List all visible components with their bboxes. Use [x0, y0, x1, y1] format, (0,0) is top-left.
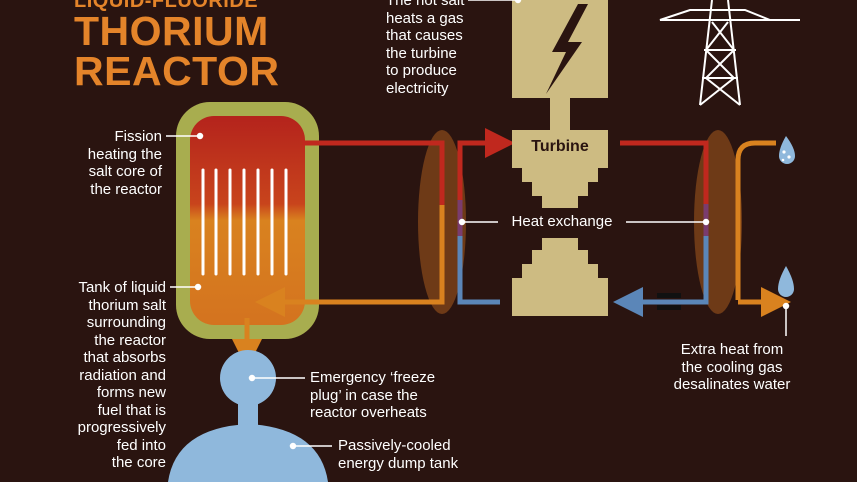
heat-exchange-label: Heat exchange [511, 213, 613, 230]
gas-loop-right-cool [613, 236, 709, 317]
warm-salt-return-pipe [255, 205, 445, 317]
fission-label: Fission heating the salt core of the rea… [87, 128, 162, 198]
title-line-2: THORIUM [74, 8, 269, 54]
plug-neck [238, 402, 258, 426]
reactor-core [190, 116, 305, 325]
dump-tank-label: Passively-cooled energy dump tank [338, 437, 459, 472]
title-line-1: LIQUID-FLUORIDE [74, 0, 259, 11]
extra-heat-label: Extra heat from the cooling gas desalina… [673, 341, 791, 393]
lightning-icon [546, 4, 588, 94]
title-line-3: REACTOR [74, 48, 280, 94]
water-bubbles-icon [779, 136, 795, 164]
energy-dump-tank [168, 424, 328, 482]
freeze-plug-label: Emergency ‘freeze plug’ in case the reac… [310, 369, 436, 421]
gas-loop-left-cool [457, 236, 500, 305]
turbine-label: Turbine [531, 138, 589, 155]
leader-lines [166, 0, 790, 450]
water-drop-icon [778, 266, 794, 297]
hot-salt-pipe [302, 140, 445, 205]
fuel-rods [201, 168, 288, 276]
freeze-plug [220, 350, 276, 406]
gas-loop-right-hot [620, 140, 709, 212]
power-pylon-icon [659, 0, 800, 106]
page-title: LIQUID-FLUORIDE THORIUM REACTOR [74, 0, 304, 94]
desalination-loop [735, 140, 776, 300]
pump-symbol-2 [657, 305, 681, 310]
hot-salt-label: The hot salt heats a gas that causes the… [386, 0, 465, 97]
pump-symbol [657, 293, 681, 298]
thorium-tank-label: Tank of liquid thorium salt surrounding … [77, 279, 166, 471]
gas-loop-left-hot [457, 128, 515, 212]
